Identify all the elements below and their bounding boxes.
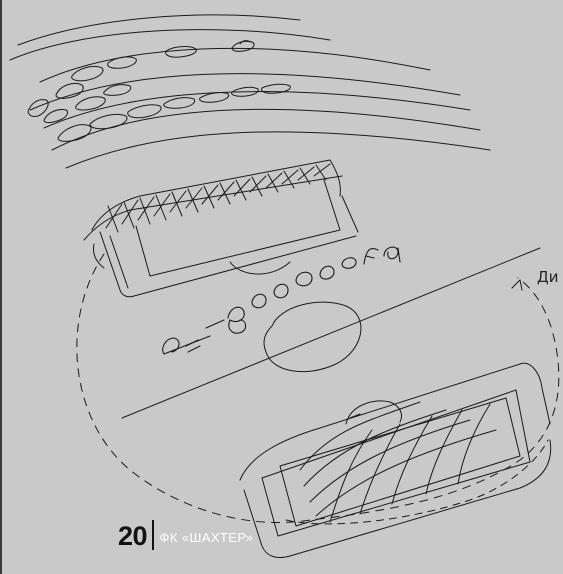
lower-goal-sketch xyxy=(239,362,552,559)
dashed-arc-bottom xyxy=(285,439,549,525)
stadium-arc-lines xyxy=(9,14,491,169)
handwritten-annotation xyxy=(162,246,401,355)
page-number: 20 xyxy=(118,521,148,551)
dashed-pitch-arc xyxy=(76,253,560,523)
field-centerline xyxy=(121,247,541,419)
sketch-label: Ди xyxy=(537,268,559,286)
publication-title: ФК «ШАХТЕР» xyxy=(159,530,254,545)
page-edge-line xyxy=(0,0,2,574)
page-footer: 20 ФК «ШАХТЕР» xyxy=(118,516,253,550)
footer-divider xyxy=(152,520,154,550)
upper-goal-sketch xyxy=(83,159,359,298)
stadium-seat-blocks xyxy=(27,40,291,142)
